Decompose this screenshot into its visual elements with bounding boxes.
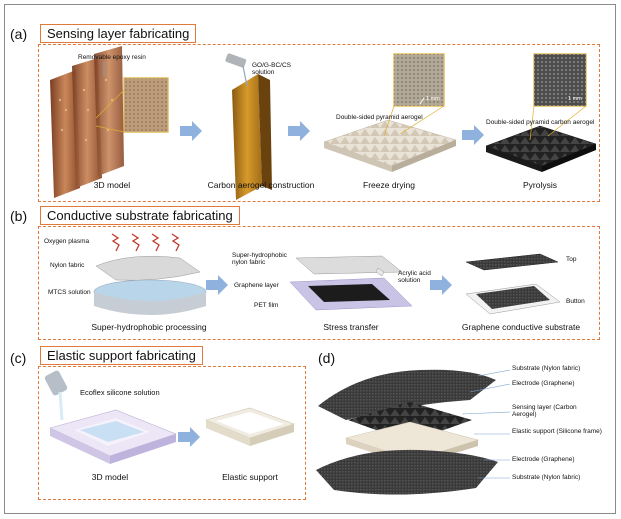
panel-c-label: (c) xyxy=(10,350,27,366)
stack-label-elastic-support: Elastic support (Silicone frame) xyxy=(512,428,602,435)
figure-frame xyxy=(4,4,616,514)
arrow-a1 xyxy=(180,121,202,141)
caption-c-3d-model: 3D model xyxy=(91,472,129,482)
caption-3d-model: 3D model xyxy=(93,180,131,190)
annotation-acrylic-acid: Acrylic acid solution xyxy=(398,270,431,284)
annotation-epoxy-resin: Removable epoxy resin xyxy=(78,54,146,61)
stack-label-substrate-bottom: Substrate (Nylon fabric) xyxy=(512,474,581,481)
elastic-support-frame xyxy=(205,407,295,446)
arrow-b2 xyxy=(430,275,452,295)
resin-zoom-inset xyxy=(95,62,169,133)
panel-b-label: (b) xyxy=(10,208,28,224)
arrow-a3 xyxy=(462,125,484,145)
panel-c-box xyxy=(38,366,306,500)
panel-b-title: Conductive substrate fabricating xyxy=(40,206,240,225)
ecoflex-pour-beaker xyxy=(44,370,68,421)
acrylic-acid-dropper xyxy=(375,267,385,277)
pyrolyzed-carbon-aerogel xyxy=(485,125,597,172)
panel-a-box xyxy=(38,44,600,202)
caption-stress-transfer: Stress transfer xyxy=(323,322,379,332)
panel-a-title: Sensing layer fabricating xyxy=(40,24,197,43)
annotation-go-solution: GO/G-BC/CS solution xyxy=(252,62,292,76)
annotation-mtcs-solution: MTCS solution xyxy=(48,289,91,296)
annotation-pyramid-aerogel: Double-sided pyramid aerogel xyxy=(336,114,423,121)
superhydrophobic-fabric xyxy=(295,255,403,275)
caption-elastic-support: Elastic support xyxy=(222,472,278,482)
panel-b-box xyxy=(38,226,600,340)
caption-pyrolysis: Pyrolysis xyxy=(522,180,557,190)
panel-d-label: (d) xyxy=(318,350,336,366)
scale-bar-2: 1 mm xyxy=(568,96,582,102)
annotation-graphene-layer: Graphene layer xyxy=(234,282,279,289)
nylon-fabric-sheet xyxy=(95,255,201,281)
caption-superhydrophobic-processing: Super-hydrophobic processing xyxy=(91,322,207,332)
caption-carbon-aerogel-construction: Carbon aerogel construction xyxy=(207,180,315,190)
annotation-superhydrophobic-fabric: Super-hydrophobic nylon fabric xyxy=(232,252,287,266)
pet-film-with-graphene xyxy=(289,277,413,311)
scale-bar-1: 1 mm xyxy=(426,96,440,102)
annotation-carbon-aerogel: Double-sided pyramid carbon aerogel xyxy=(486,119,595,126)
annotation-pet-film: PET film xyxy=(254,302,279,309)
stack-label-electrode-top: Electrode (Graphene) xyxy=(512,380,575,387)
aerogel-zoom-inset xyxy=(383,53,445,137)
stack-label-substrate-top: Substrate (Nylon fabric) xyxy=(512,365,581,372)
annotation-button: Button xyxy=(566,298,585,305)
arrow-b1 xyxy=(206,275,228,295)
graphene-substrate-bottom xyxy=(465,283,561,315)
mtcs-bath xyxy=(93,279,207,315)
freeze-dried-aerogel xyxy=(323,119,457,172)
annotation-ecoflex: Ecoflex silicone solution xyxy=(80,388,160,397)
stack-substrate-top xyxy=(318,369,496,420)
stack-leader-lines xyxy=(461,369,511,479)
stack-substrate-bottom xyxy=(316,449,498,495)
stack-label-sensing-layer: Sensing layer (Carbon Aerogel) xyxy=(512,404,577,418)
panel-c-title: Elastic support fabricating xyxy=(40,346,203,365)
oxygen-plasma-bolts xyxy=(111,233,180,252)
annotation-nylon-fabric: Nylon fabric xyxy=(50,262,85,269)
caption-graphene-conductive-substrate: Graphene conductive substrate xyxy=(461,322,581,332)
arrow-c1 xyxy=(178,427,200,447)
silicone-frame-mold xyxy=(49,409,177,464)
arrow-a2 xyxy=(288,121,310,141)
epoxy-resin-molds xyxy=(50,46,124,198)
caption-freeze-drying: Freeze drying xyxy=(363,180,415,190)
carbon-zoom-inset xyxy=(529,53,587,141)
carbon-aerogel-mold xyxy=(225,53,272,200)
annotation-oxygen-plasma: Oxygen plasma xyxy=(44,238,90,245)
panel-a-label: (a) xyxy=(10,26,28,42)
stack-label-electrode-bottom: Electrode (Graphene) xyxy=(512,456,575,463)
annotation-top: Top xyxy=(566,256,577,263)
graphene-substrate-top xyxy=(465,253,559,271)
